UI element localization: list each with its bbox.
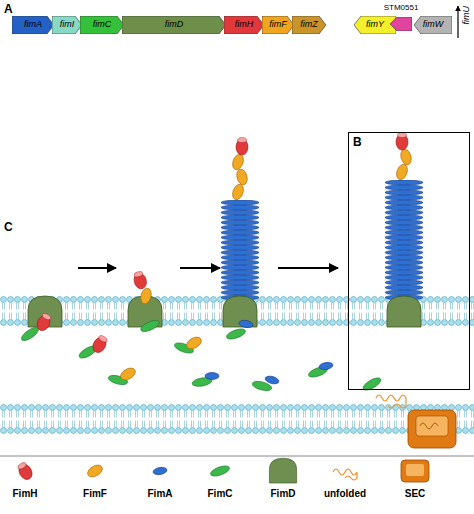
gene-name: fimA xyxy=(12,19,54,29)
legend-text: FimD xyxy=(251,488,315,499)
legend-text: FimA xyxy=(128,488,192,499)
legend-text: SEC xyxy=(383,488,447,499)
panel-letter: C xyxy=(4,220,13,234)
gene-name: fimU xyxy=(461,6,471,25)
gene-arrow: fimH xyxy=(224,16,264,34)
legend-text: unfolded xyxy=(313,488,377,499)
gene-arrow: fimZ xyxy=(292,16,326,34)
panel-letter: B xyxy=(353,135,362,149)
gene-arrow: fimI xyxy=(52,16,82,34)
gene-arrow: fimA xyxy=(12,16,54,34)
legend-text: FimH xyxy=(0,488,57,499)
gene-name: STM0551 xyxy=(374,3,428,12)
gene-arrow-shape xyxy=(390,17,412,31)
legend-text: FimF xyxy=(63,488,127,499)
gene-arrow: fimD xyxy=(122,16,226,34)
gene-name: fimF xyxy=(262,19,294,29)
inset-box: B xyxy=(348,132,470,390)
gene-name: fimH xyxy=(224,19,264,29)
gene-name: fimZ xyxy=(292,19,326,29)
gene-arrow: fimW xyxy=(414,16,452,34)
gene-name: fimW xyxy=(414,19,452,29)
panel-letter: A xyxy=(4,2,13,16)
gene-name: fimC xyxy=(80,19,124,29)
gene-arrow: fimC xyxy=(80,16,124,34)
gene-name: fimI xyxy=(52,19,82,29)
gene-arrow: STM0551 xyxy=(384,3,418,35)
gene-arrow: fimY xyxy=(354,16,396,34)
gene-arrow: fimF xyxy=(262,16,294,34)
legend-text: FimC xyxy=(188,488,252,499)
gene-name: fimD xyxy=(122,19,226,29)
